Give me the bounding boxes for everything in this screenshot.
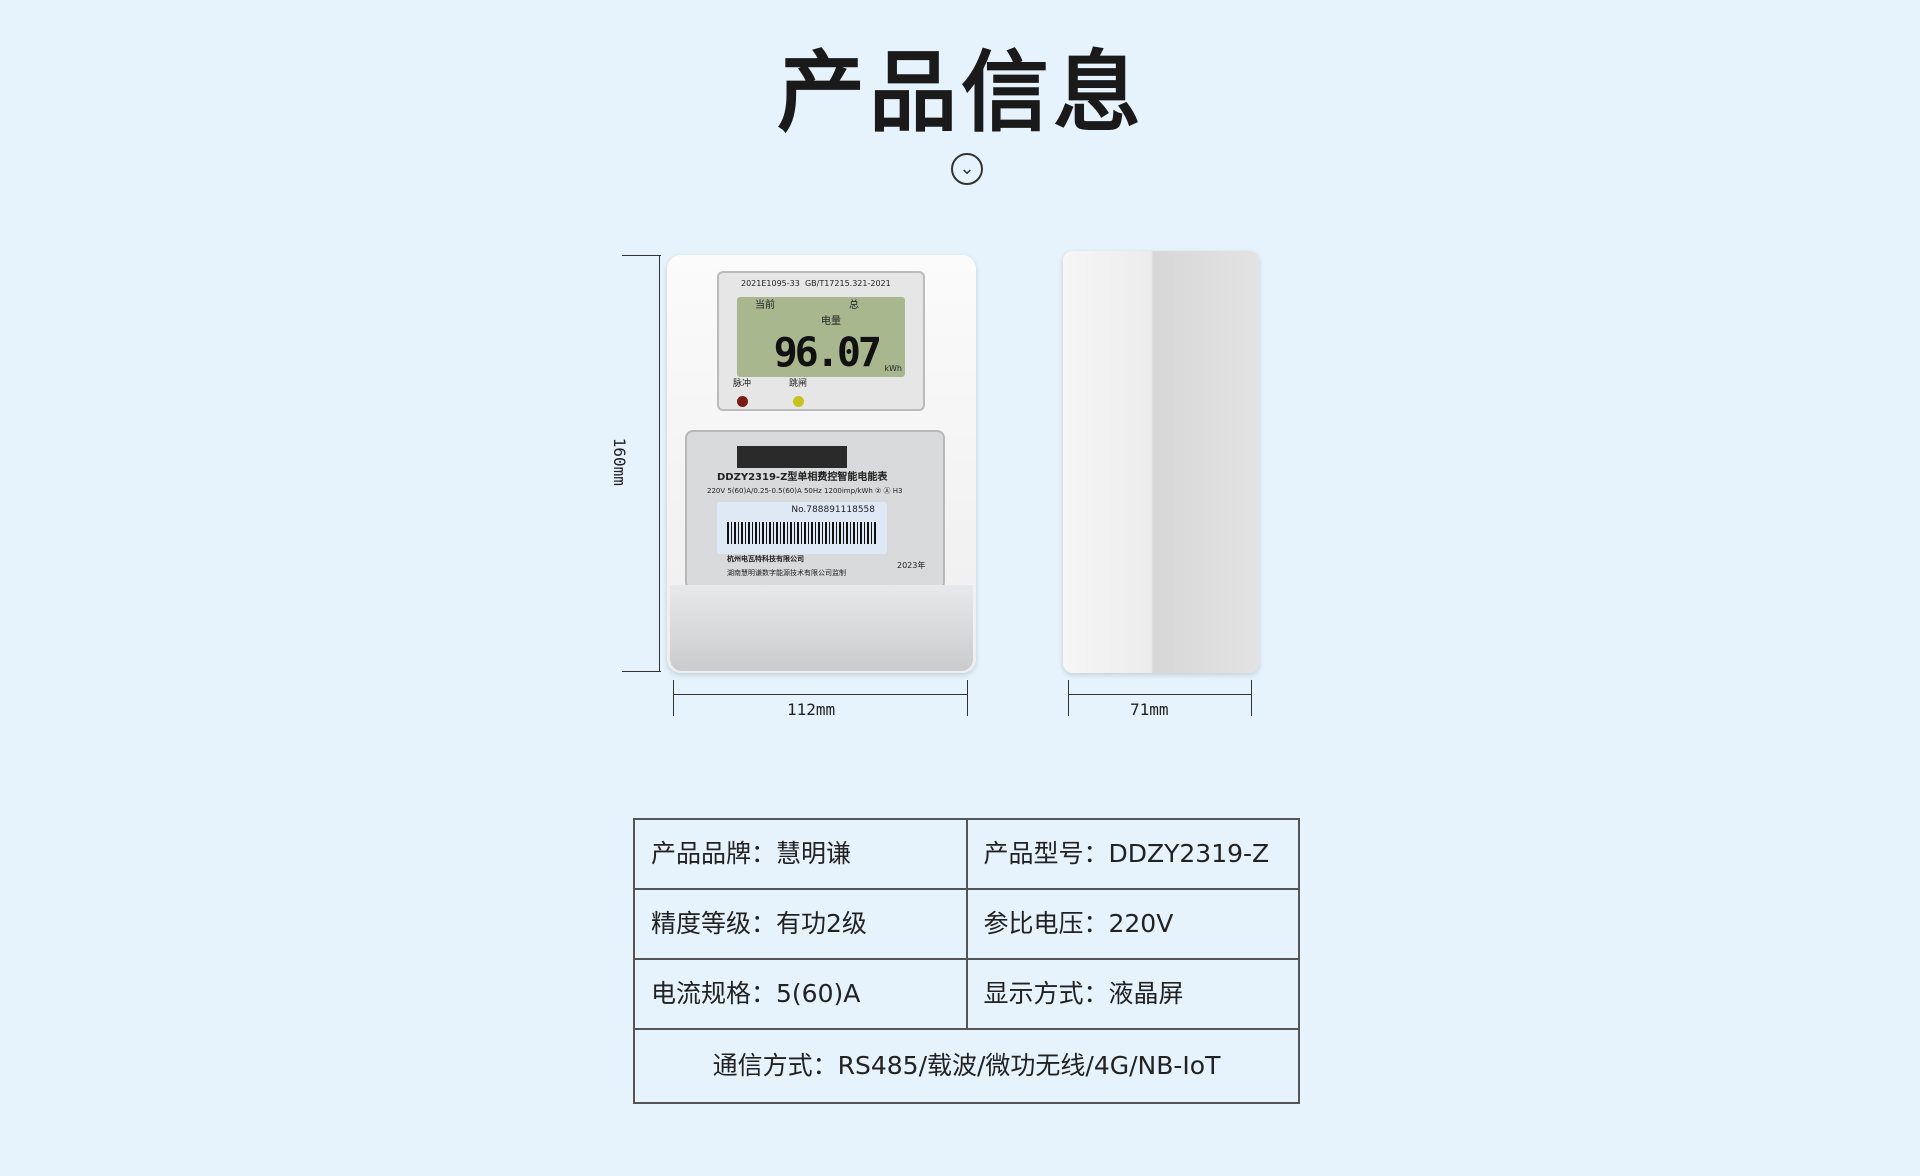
barcode-label: No.788891118558: [717, 502, 887, 554]
lcd-unit: kWh: [884, 364, 902, 374]
nameplate: DDZY2319-Z型单相费控智能电能表 220V 5(60)A/0.25-0.…: [685, 430, 945, 590]
lcd-energy: 电量: [821, 316, 841, 327]
lcd-reading: 96.07: [773, 330, 882, 376]
lcd-current: 当前: [755, 300, 775, 311]
display-cell: 显示方式：液晶屏: [965, 958, 1300, 1030]
width-dimension-line: [673, 694, 967, 695]
standard-number: GB/T17215.321-2021: [804, 279, 891, 288]
lcd-frame: 2021E1095-33 GB/T17215.321-2021 当前 总 电量 …: [717, 271, 925, 411]
supervisor-name: 湖南慧明谦数字能源技术有限公司监制: [727, 569, 846, 577]
current-cell: 电流规格：5(60)A: [633, 958, 968, 1030]
table-row: 产品品牌：慧明谦产品型号：DDZY2319-Z: [633, 818, 1300, 890]
barcode: [727, 522, 877, 544]
depth-label: 71mm: [1130, 700, 1169, 719]
dimension-tick: [673, 680, 674, 716]
dimension-tick: [1251, 680, 1252, 716]
table-row: 通信方式：RS485/载波/微功无线/4G/NB-IoT: [633, 1028, 1300, 1104]
meter-front-image: 2021E1095-33 GB/T17215.321-2021 当前 总 电量 …: [667, 255, 976, 673]
trip-label: 跳闸: [789, 379, 808, 389]
chevron-down-icon: ⌄: [951, 153, 983, 185]
depth-dimension-line: [1068, 694, 1251, 695]
dimension-tick: [622, 671, 661, 672]
height-label: 160mm: [609, 437, 629, 486]
year: 2023年: [897, 561, 926, 570]
page-title: 产品信息: [776, 41, 1145, 144]
serial-number: No.788891118558: [791, 505, 875, 515]
spec-table: 产品品牌：慧明谦产品型号：DDZY2319-Z 精度等级：有功2级参比电压：22…: [633, 818, 1300, 1104]
dimension-tick: [967, 680, 968, 716]
pulse-label: 脉冲: [733, 379, 752, 389]
comm-cell: 通信方式：RS485/载波/微功无线/4G/NB-IoT: [633, 1028, 1300, 1104]
width-label: 112mm: [787, 700, 836, 719]
dimension-tick: [622, 255, 661, 256]
model-line: DDZY2319-Z型单相费控智能电能表: [717, 472, 888, 483]
accuracy-cell: 精度等级：有功2级: [633, 888, 968, 960]
cert-number: 2021E1095-33: [741, 279, 800, 288]
dimension-tick: [1068, 680, 1069, 716]
model-cell: 产品型号：DDZY2319-Z: [965, 818, 1300, 890]
lcd-total: 总: [849, 300, 859, 311]
height-dimension-line: [659, 255, 660, 671]
table-row: 精度等级：有功2级参比电压：220V: [633, 888, 1300, 960]
ir-window: [737, 446, 847, 468]
spec-line: 220V 5(60)A/0.25-0.5(60)A 50Hz 1200imp/k…: [707, 487, 903, 495]
cert-line: 2021E1095-33 GB/T17215.321-2021: [741, 279, 891, 289]
maker-name: 杭州电瓦特科技有限公司: [727, 555, 804, 563]
pulse-led: [737, 396, 748, 407]
lcd-display: 当前 总 电量 96.07 kWh: [737, 297, 905, 377]
trip-led: [793, 396, 804, 407]
brand-cell: 产品品牌：慧明谦: [633, 818, 968, 890]
voltage-cell: 参比电压：220V: [965, 888, 1300, 960]
terminal-block: [670, 585, 973, 671]
meter-side-image: [1063, 251, 1259, 673]
